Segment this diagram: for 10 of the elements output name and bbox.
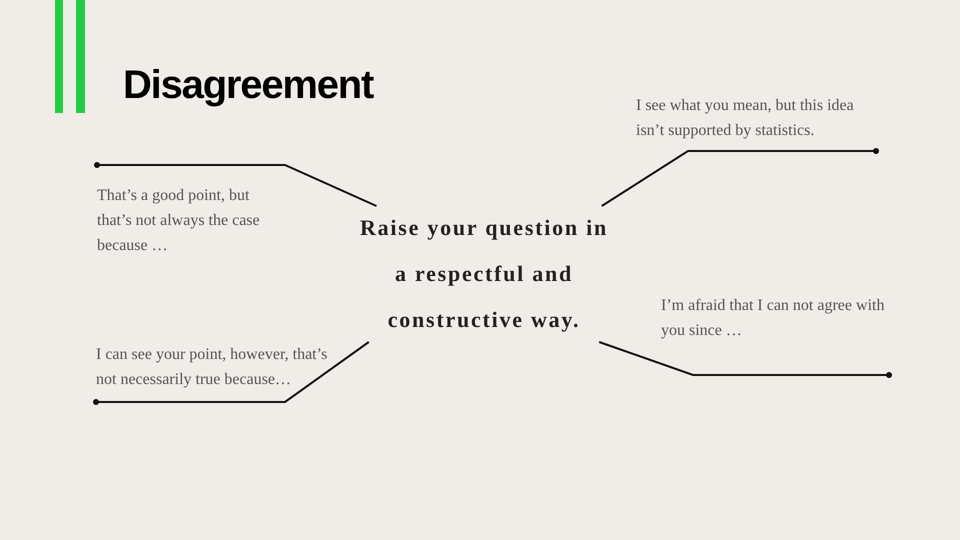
example-phrase: I’m afraid that I can not agree with you since … [661,296,886,341]
leader-line [601,148,879,207]
example-phrase: That’s a good point, but that’s not always the case because … [97,186,261,256]
leader-line [94,162,377,207]
example-phrase: I see what you mean, but this idea isn’t supported by statistics. [636,96,855,141]
leader-line [598,341,892,378]
central-statement: Raise your question in a respectful and constructive way. [359,214,609,334]
title: Disagreement [123,62,374,109]
leader-line [93,341,370,405]
example-phrase: I can see your point, however, that’s not necessarily true because… [96,345,328,390]
